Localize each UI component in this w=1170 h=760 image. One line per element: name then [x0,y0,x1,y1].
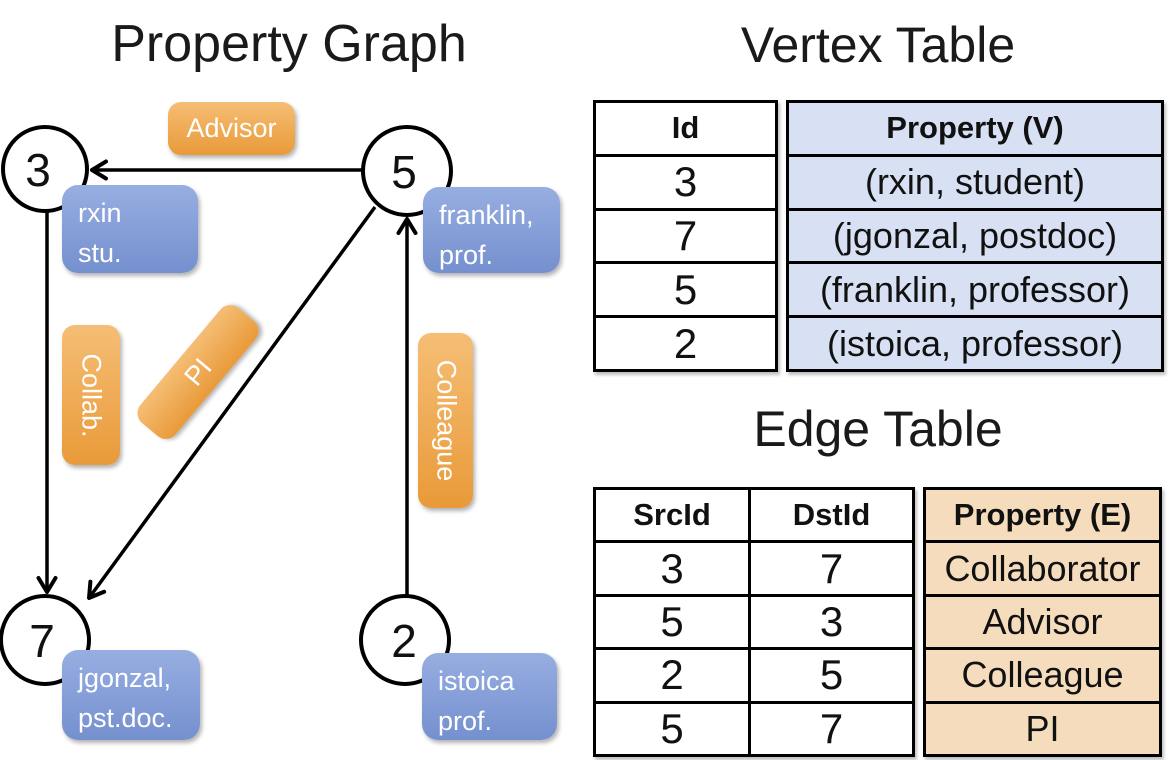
vertex-table-property-cell: (jgonzal, postdoc) [789,210,1161,265]
edge-table-property-cell: PI [926,703,1159,755]
vertex-prop-3-line2: stu. [78,238,122,268]
edge-pi-arrow-5-to-7 [87,205,377,600]
vertex-table-id-cell: 2 [673,319,698,367]
edge-table-src-cell: 5 [596,596,751,648]
edge-table-dst-cell: 7 [819,704,844,752]
edge-label-advisor-text: Advisor [186,113,277,143]
vertex-table-id-cell: 7 [596,211,775,265]
edge-table-dst-cell: 5 [819,651,844,699]
edge-table-dst-cell: 7 [819,544,844,592]
vertex-id-2: 2 [391,615,417,667]
vertex-id-7: 7 [29,615,55,667]
vertex-table-header-id: Id [596,103,775,157]
vertex-prop-2-line2: prof. [438,706,493,736]
vertex-prop-box-5: franklin, prof. [423,187,560,273]
vertex-table-id-cell: 5 [596,264,775,319]
vertex-table-property-cell: (istoica, professor) [789,318,1161,369]
vertex-table-header-property: Property (V) [789,103,1161,157]
edge-label-pi-text: PI [177,352,218,392]
edge-table-row: 3 7 [596,543,912,597]
edge-label-collab-text: Collab. [76,352,107,438]
vertex-prop-5-line2: prof. [439,240,494,270]
edge-table-id-columns: SrcId DstId 3 7 5 3 2 5 5 7 [593,487,915,757]
vertex-prop-7-line2: pst.doc. [78,703,173,733]
vertex-prop-5-line1: franklin, [439,200,534,230]
vertex-table-property-cell: (rxin, student) [789,156,1161,211]
vertex-table-property-column: Property (V) (rxin, student) (jgonzal, p… [786,100,1164,372]
vertex-prop-box-7: jgonzal, pst.doc. [62,650,200,740]
edge-table-dst-cell: 3 [819,598,844,646]
edge-table-title: Edge Table [753,401,1003,457]
edge-label-advisor: Advisor [168,102,295,155]
vertex-prop-2-line1: istoica [438,666,515,696]
edge-table-property-cell: Colleague [926,650,1159,704]
edge-table-header-property: Property (E) [926,490,1159,544]
edge-table-header-row: SrcId DstId [596,490,912,544]
vertex-table-id-column: Id 3 7 5 2 [593,100,778,372]
vertex-table-id-cell: 3 [596,157,775,211]
vertex-id-3: 3 [25,144,51,196]
edge-table-src-cell: 5 [596,703,751,755]
edge-label-colleague-text: Colleague [431,359,461,482]
edge-table-header-dstid: DstId [792,497,871,533]
edge-table-header-srcid: SrcId [596,490,751,541]
edge-label-collab: Collab. [62,325,120,465]
edge-label-colleague: Colleague [418,333,473,508]
vertex-id-5: 5 [391,146,417,198]
edge-table-row: 5 3 [596,596,912,651]
edge-table-property-cell: Advisor [926,596,1159,651]
edge-table-src-cell: 2 [596,650,751,701]
edge-table-row: 5 7 [596,703,912,755]
edge-table-property-column: Property (E) Collaborator Advisor Collea… [923,487,1162,757]
vertex-prop-box-2: istoica prof. [422,653,557,740]
edge-table-row: 2 5 [596,650,912,704]
vertex-table-title: Vertex Table [740,17,1016,73]
property-graph-title: Property Graph [111,15,467,73]
vertex-table-property-cell: (franklin, professor) [789,264,1161,319]
edge-table-property-cell: Collaborator [926,543,1159,597]
edge-table-src-cell: 3 [596,543,751,594]
vertex-prop-7-line1: jgonzal, [78,663,172,693]
vertex-prop-3-line1: rxin [78,198,122,228]
vertex-prop-box-3: rxin stu. [62,185,198,273]
